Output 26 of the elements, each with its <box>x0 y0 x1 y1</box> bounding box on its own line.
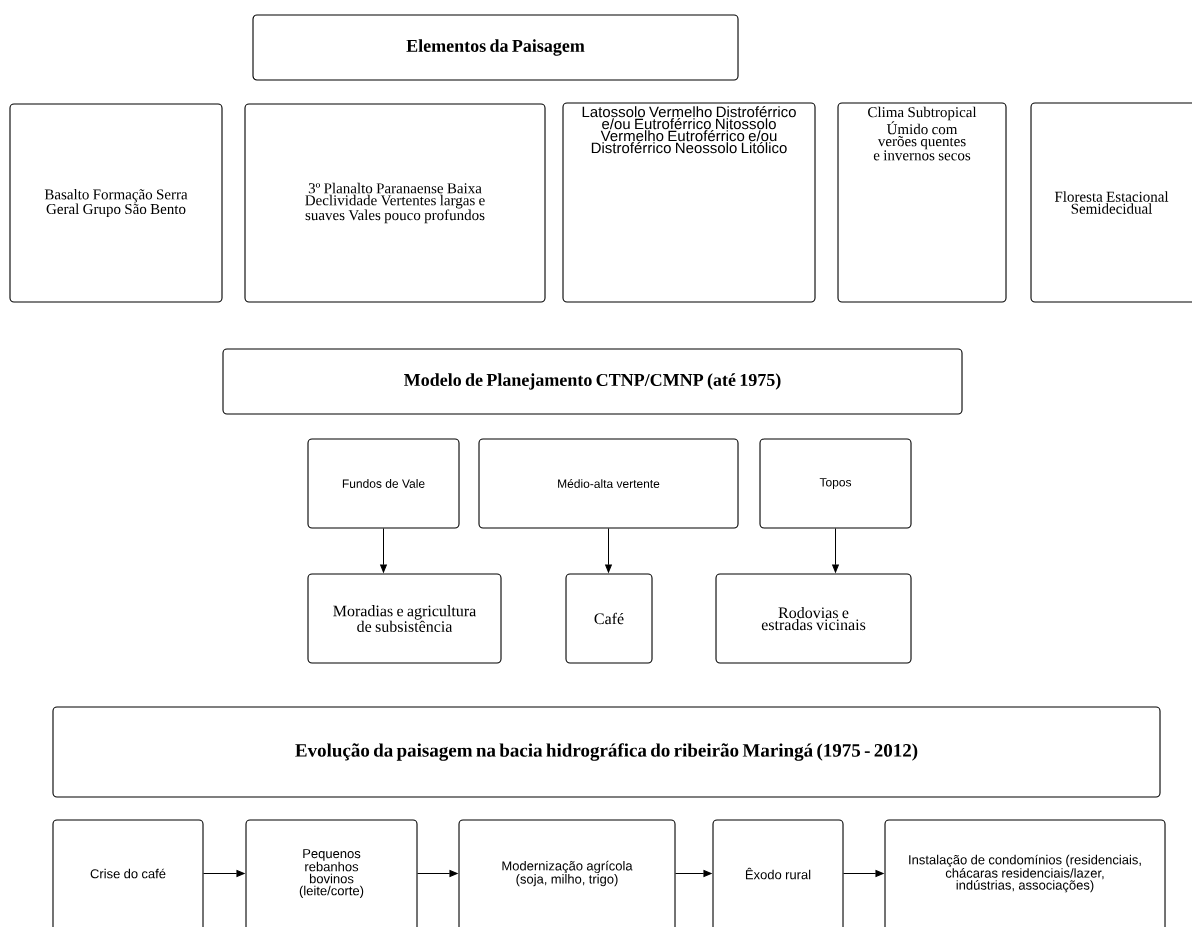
arrow <box>380 528 387 573</box>
process-box: Êxodo rural <box>712 819 844 927</box>
text-box: Topos <box>759 438 912 529</box>
text-box: Fundos de Vale <box>307 438 460 529</box>
text-box: Clima Subtropical Úmido com verões quentes e invernos secos <box>837 102 1007 303</box>
arrow <box>843 870 884 877</box>
text-box: 3º Planalto Paranaense Baixa Declividade Vertentes largas e suaves Vales pouco profundos <box>244 103 546 303</box>
title-box: Elementos da Paisagem <box>252 14 739 81</box>
text-box: Café <box>565 573 653 664</box>
process-box: Modernização agrícola (soja, milho, trigo) <box>458 819 676 927</box>
process-box: Instalação de condomínios (residenciais, chácaras residenciais/lazer, indústrias, associações) <box>884 819 1166 927</box>
text-box: Médio-alta vertente <box>478 438 739 529</box>
title-box: Modelo de Planejamento CTNP/CMNP (até 1975) <box>222 348 963 415</box>
text-box: Floresta Estacional Semidecidual <box>1030 102 1192 303</box>
text-box: Latossolo Vermelho Distroférrico e/ou Eutroférrico Nitossolo Vermelho Eutroférrico e/ou Distroférrico Neossolo Litólico <box>562 102 816 303</box>
arrow <box>203 870 245 877</box>
arrow <box>832 528 839 573</box>
text-box: Rodovias e estradas vicinais <box>715 573 912 664</box>
text-box: Moradias e agricultura de subsistência <box>307 573 502 664</box>
title-box: Evolução da paisagem na bacia hidrográfica do ribeirão Maringá (1975 - 2012) <box>52 706 1161 798</box>
process-box: Crise do café <box>52 819 204 927</box>
process-box: Pequenos rebanhos bovinos (leite/corte) <box>245 819 418 927</box>
text-box: Basalto Formação Serra Geral Grupo São Bento <box>9 103 223 303</box>
arrow <box>675 870 712 877</box>
arrow <box>417 870 458 877</box>
arrow <box>605 528 612 573</box>
